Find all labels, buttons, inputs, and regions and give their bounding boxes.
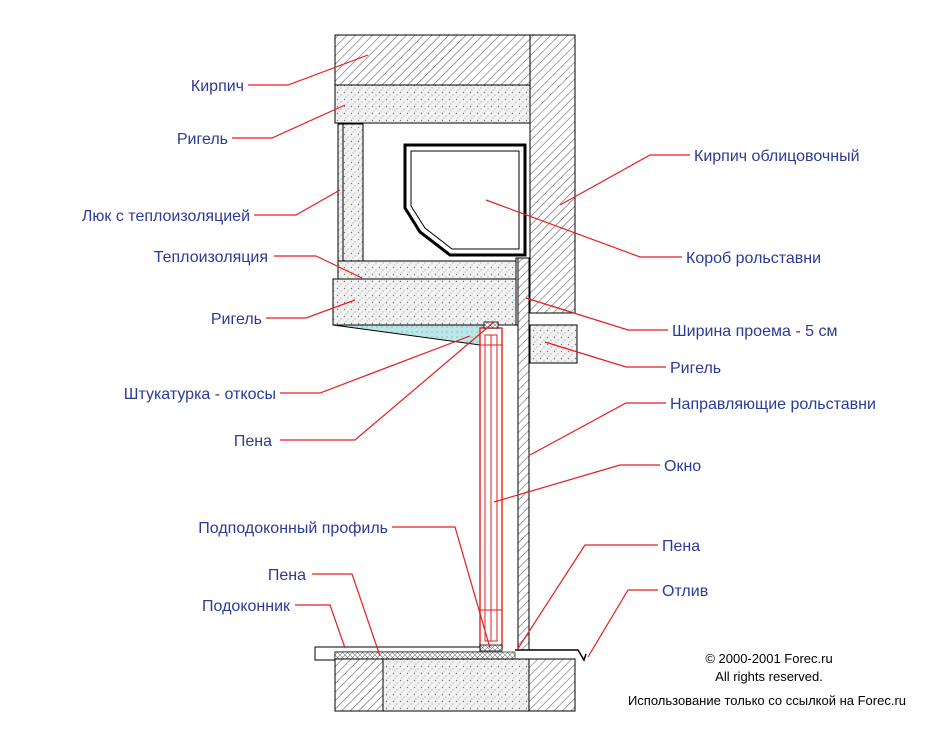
leader-foam-right — [516, 544, 658, 651]
copyright-line-2: All rights reserved. — [715, 669, 823, 684]
leader-lines-right — [485, 154, 690, 658]
label-drip-sill: Отлив — [662, 583, 708, 600]
leader-guides — [529, 402, 666, 456]
sill-profile — [479, 644, 503, 652]
leader-opening — [525, 297, 668, 331]
label-windowsill: Подоконник — [202, 598, 291, 615]
labels-left: Кирпич Ригель Люк с теплоизоляцией Тепло… — [82, 78, 388, 615]
leader-windowsill — [295, 604, 346, 649]
drip-sill — [515, 649, 587, 662]
label-hatch-insulated: Люк с теплоизоляцией — [82, 208, 250, 225]
label-insulation: Теплоизоляция — [154, 249, 268, 266]
rigel-mid-block — [332, 278, 517, 326]
insulated-hatch-panel — [337, 123, 364, 262]
label-window: Окно — [664, 458, 701, 475]
leader-brick — [248, 54, 369, 86]
shutter-guide — [517, 257, 530, 651]
bottom-brick-blocks — [334, 658, 576, 712]
leader-rigel-mid — [266, 299, 356, 319]
plaster-reveal — [332, 324, 491, 346]
label-foam-left: Пена — [234, 433, 272, 450]
leader-shutter-box — [485, 199, 682, 258]
leader-sill-profile — [392, 526, 491, 649]
leader-rigel-top — [232, 104, 346, 139]
labels-right: Кирпич облицовочный Короб рольставни Шир… — [662, 148, 876, 600]
facing-brick-wall — [529, 34, 576, 314]
label-rigel-mid: Ригель — [211, 311, 262, 328]
leader-plaster — [280, 335, 471, 394]
leader-rigel-right — [544, 341, 666, 368]
leader-facing-brick — [559, 154, 690, 206]
label-foam-bottom: Пена — [268, 567, 306, 584]
label-shutter-box: Короб рольставни — [686, 250, 821, 267]
leader-foam-bottom — [312, 573, 381, 657]
label-shutter-guides: Направляющие рольставни — [670, 396, 876, 413]
leader-window — [493, 464, 660, 503]
leader-drip — [587, 589, 658, 658]
leader-hatch — [254, 189, 341, 216]
rigel-top-block — [334, 84, 531, 124]
copyright-line-3: Использование только со ссылкой на Forec… — [628, 693, 906, 708]
label-rigel-top: Ригель — [177, 131, 228, 148]
label-plaster: Штукатурка - откосы — [124, 386, 276, 403]
foam-layer-bottom — [334, 651, 516, 660]
label-foam-right: Пена — [662, 538, 700, 555]
insulation-layer — [337, 260, 519, 280]
copyright-block: © 2000-2001 Forec.ru All rights reserved… — [628, 651, 906, 708]
leader-lines-left — [232, 54, 495, 657]
leader-foam-left — [280, 321, 495, 441]
label-brick: Кирпич — [191, 78, 244, 95]
label-sill-profile: Подподоконный профиль — [198, 520, 388, 537]
shutter-box — [403, 143, 527, 257]
label-rigel-right: Ригель — [670, 360, 721, 377]
leader-insulation — [274, 255, 363, 279]
brick-block-top — [334, 34, 531, 86]
copyright-line-1: © 2000-2001 Forec.ru — [705, 651, 832, 666]
label-facing-brick: Кирпич облицовочный — [694, 148, 860, 165]
label-opening-width: Ширина проема - 5 см — [672, 323, 837, 340]
window-frame — [479, 321, 503, 649]
